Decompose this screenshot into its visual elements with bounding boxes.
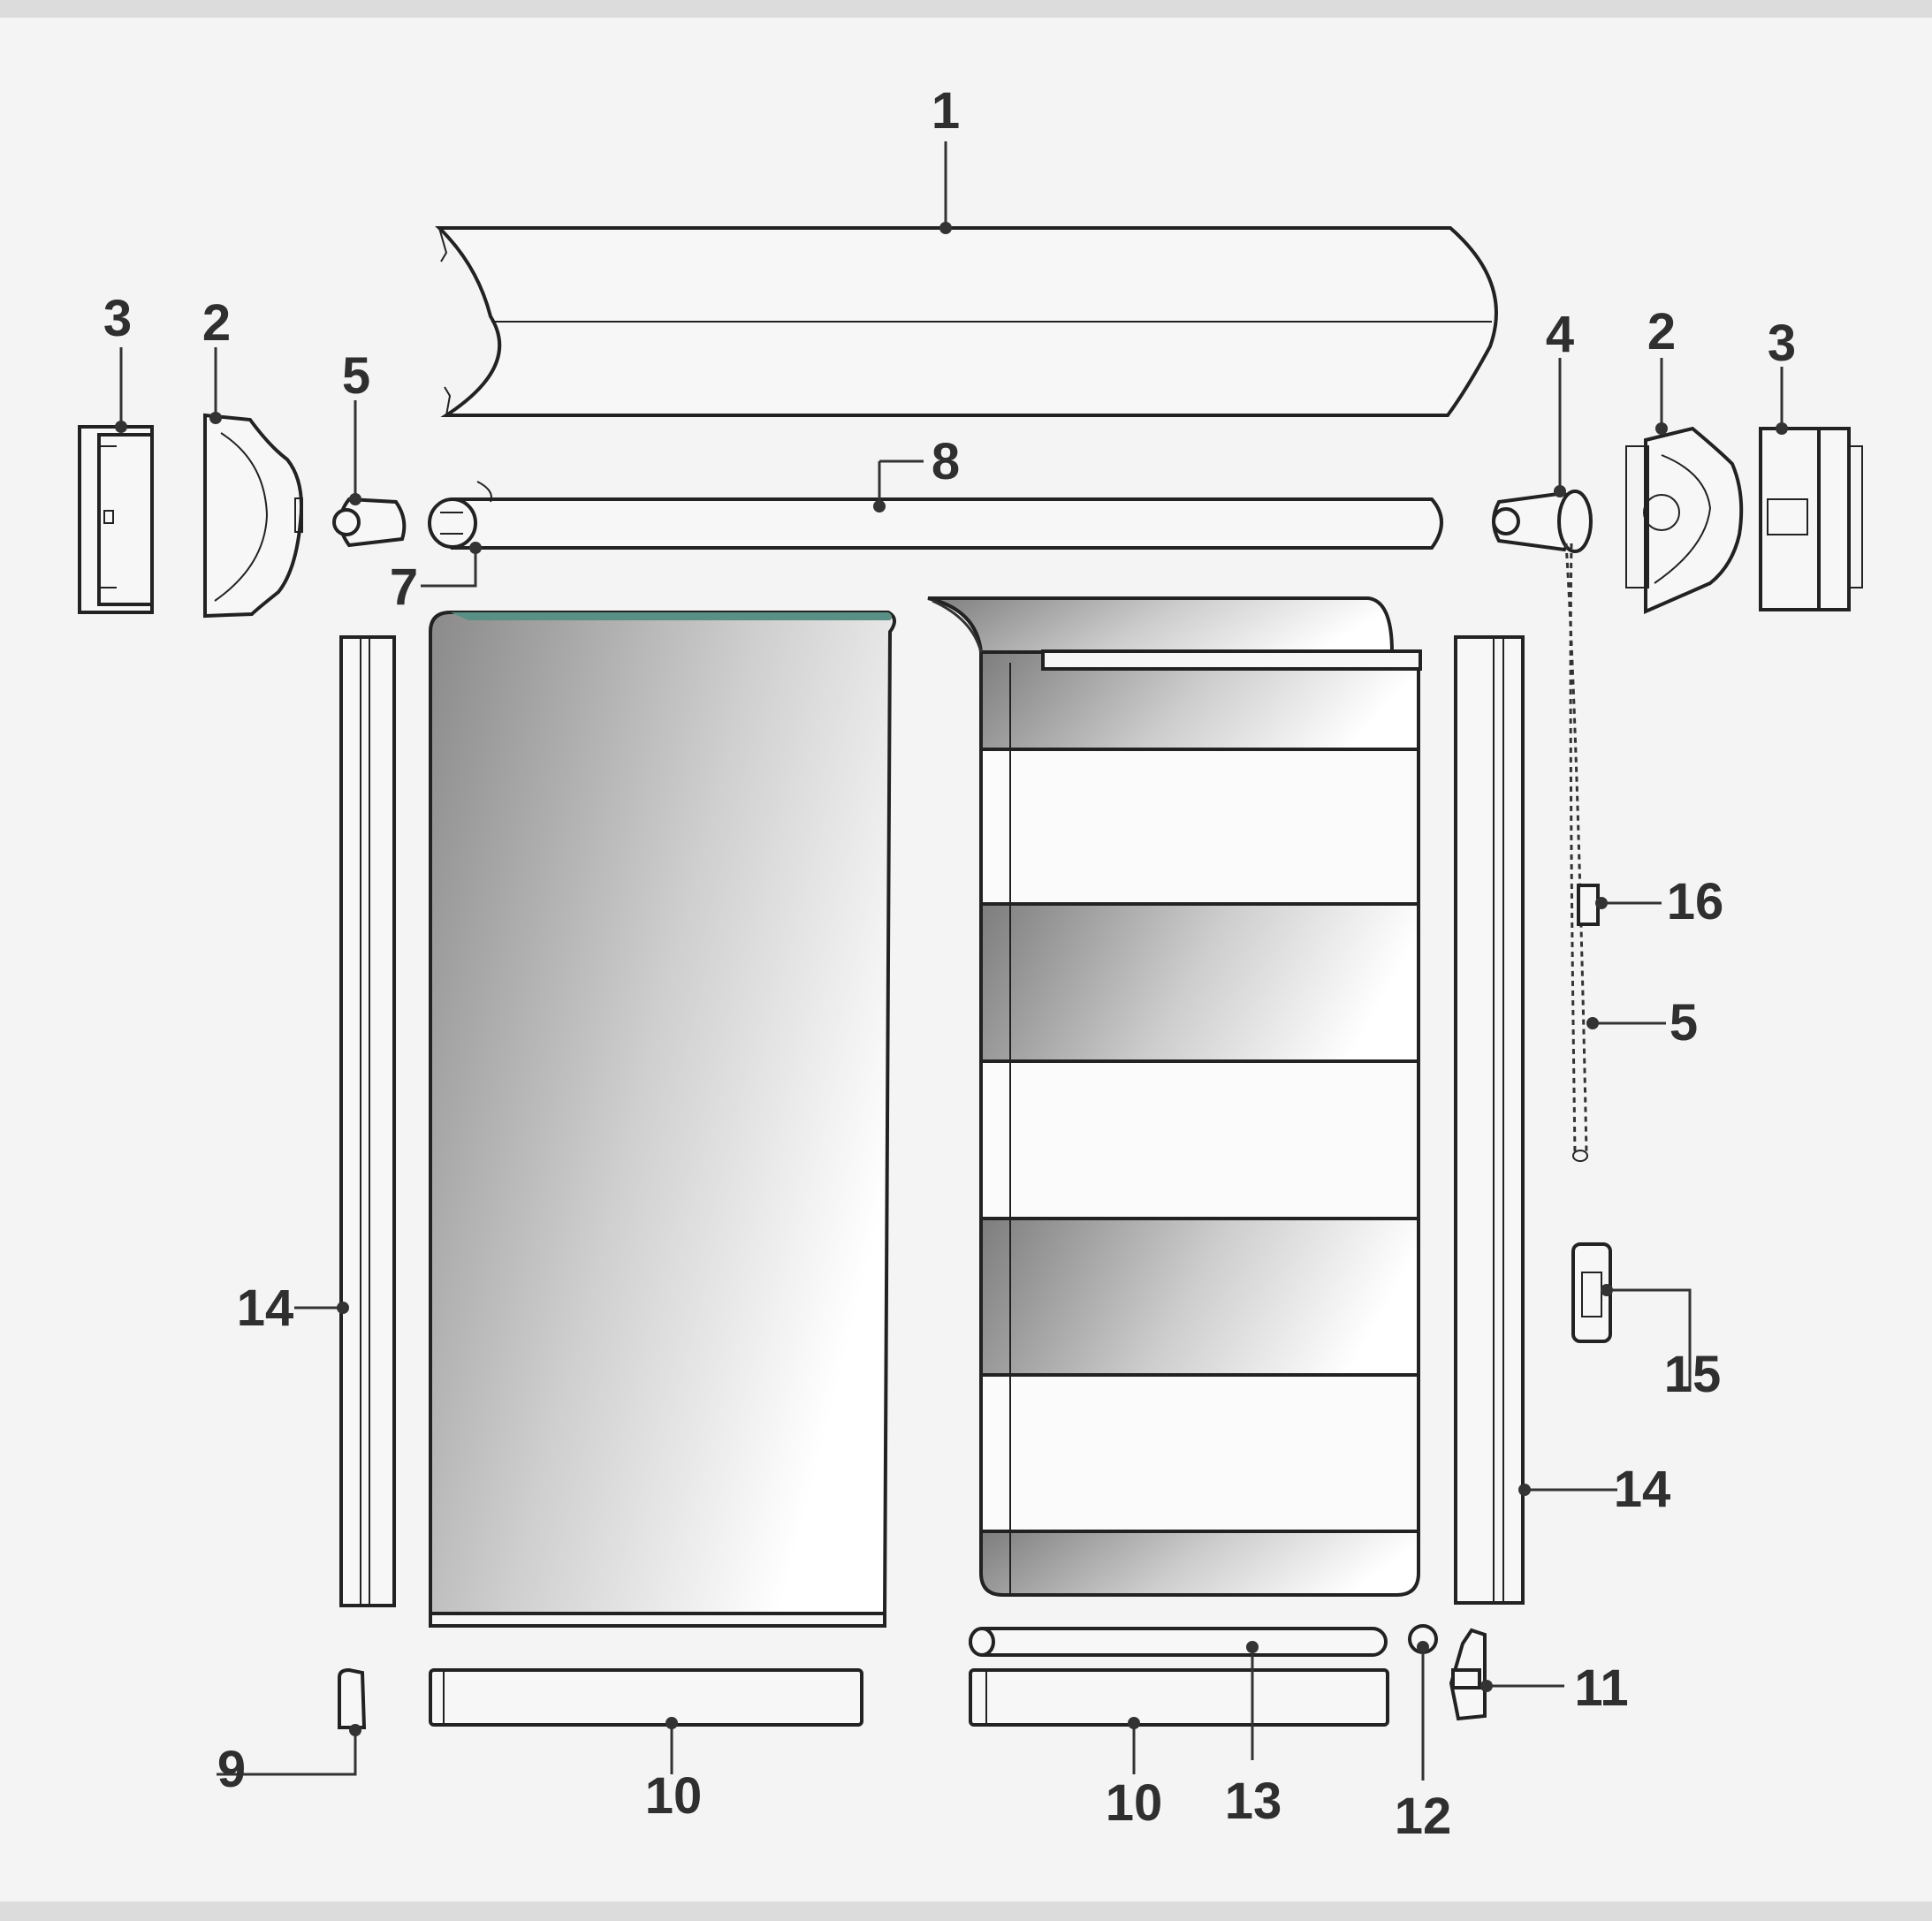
leader-dots <box>115 222 1788 1736</box>
callout-7: 7 <box>390 558 418 616</box>
callout-10-left: 10 <box>645 1767 703 1825</box>
zebra-fabric-panel <box>927 596 1422 1597</box>
ball-chain <box>1564 543 1588 1162</box>
side-guide-rail-left <box>339 635 396 1607</box>
callout-5-top: 5 <box>342 347 370 405</box>
callout-13: 13 <box>1225 1773 1282 1830</box>
callout-2-right: 2 <box>1647 303 1676 361</box>
roller-fabric-panel <box>429 611 896 1628</box>
callout-14-left: 14 <box>237 1279 294 1337</box>
end-cap-right <box>1625 426 1744 615</box>
callout-3-right: 3 <box>1768 315 1796 372</box>
bottom-rail-right <box>969 1668 1389 1727</box>
callout-9: 9 <box>217 1741 246 1798</box>
callout-3-left: 3 <box>103 290 132 347</box>
bottom-rail-side-clip <box>1449 1628 1487 1721</box>
callout-5-chain: 5 <box>1670 994 1698 1052</box>
weight-bar <box>969 1627 1388 1657</box>
callout-14-right: 14 <box>1614 1461 1671 1518</box>
callout-12: 12 <box>1395 1788 1452 1845</box>
callout-4: 4 <box>1546 306 1574 363</box>
bottom-frame-band <box>0 1902 1932 1921</box>
end-cap-left <box>203 413 303 619</box>
side-guide-rail-right <box>1454 635 1525 1605</box>
leader-lines <box>119 141 1784 1781</box>
callout-10-right: 10 <box>1106 1774 1163 1832</box>
bottom-rail-end-cap <box>338 1667 367 1729</box>
callout-16: 16 <box>1667 873 1724 930</box>
roller-tube <box>428 481 1443 550</box>
chain-control-mechanism <box>1492 490 1593 553</box>
top-frame-band <box>0 0 1932 18</box>
mounting-bracket-right <box>1759 427 1863 611</box>
cassette-cover <box>435 226 1498 417</box>
chain-tensioner <box>1571 1242 1612 1343</box>
chain-connector <box>1577 884 1600 926</box>
idle-end-plug <box>332 497 407 548</box>
callout-2-left: 2 <box>202 294 231 352</box>
callout-1: 1 <box>932 82 960 140</box>
bottom-rail-left <box>429 1668 863 1727</box>
mounting-bracket-left <box>78 425 154 614</box>
callout-8: 8 <box>932 433 960 490</box>
callout-11: 11 <box>1574 1659 1628 1717</box>
callout-15: 15 <box>1664 1346 1722 1403</box>
